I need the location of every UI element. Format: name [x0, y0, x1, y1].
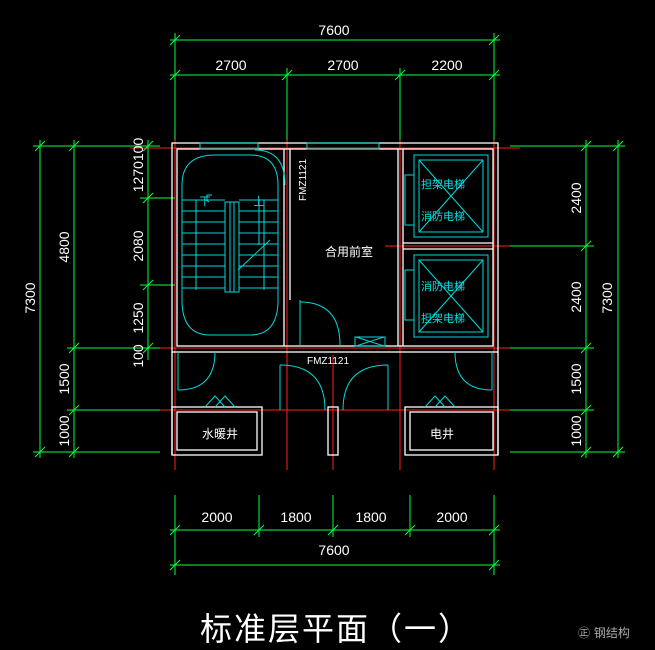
dim-left-total: 7300	[22, 282, 38, 313]
door-tag-stair: FMZ1121	[298, 159, 309, 201]
elevator-label-lower-1: 消防电梯	[421, 279, 465, 293]
windows	[199, 142, 380, 150]
dimension-lines	[33, 33, 625, 575]
dim-bottom-seg-3: 1800	[355, 509, 386, 525]
dim-bottom-seg-4: 2000	[436, 509, 467, 525]
stairwell	[181, 149, 286, 336]
door-swings	[177, 300, 493, 411]
elevator-label-upper-1: 担架电梯	[421, 177, 465, 191]
floor-plan-drawing: 7600 2700 2700 2200 2000 1800 1800 2000 …	[22, 22, 625, 575]
corner-watermark: ㊣ 钢结构	[578, 626, 630, 640]
drawing-caption: 标准层平面（一）	[200, 610, 473, 648]
dim-left-minor-3: 1250	[130, 302, 146, 333]
dim-right-total: 7300	[599, 282, 615, 313]
stair-up-mark: 上	[254, 195, 265, 208]
stair-down-mark: 下	[200, 195, 211, 208]
dim-right-minor-2: 2400	[568, 281, 584, 312]
dim-top-seg-2: 2700	[327, 57, 358, 73]
dim-left-minor-2: 2080	[130, 230, 146, 261]
dim-top-seg-1: 2700	[215, 57, 246, 73]
elevator-label-lower-2: 担架电梯	[421, 311, 465, 325]
door-tag-anteroom: FMZ1121	[307, 356, 349, 367]
elevator-label-upper-2: 消防电梯	[421, 209, 465, 223]
dim-left-major-2: 1500	[56, 363, 72, 394]
room-label-electric-shaft: 电井	[430, 427, 454, 441]
dim-bottom-seg-2: 1800	[280, 509, 311, 525]
dim-right-minor-1: 2400	[568, 182, 584, 213]
room-label-water-shaft: 水暖井	[202, 427, 238, 441]
dim-left-minor-1: 1270100	[130, 138, 146, 193]
dim-bottom-total: 7600	[318, 542, 349, 558]
room-label-shared-anteroom: 合用前室	[325, 244, 373, 259]
dim-left-major-3: 1000	[56, 415, 72, 446]
elevator-shafts	[404, 154, 489, 338]
dim-left-minor-4: 100	[130, 344, 146, 368]
dim-left-major-1: 4800	[56, 231, 72, 262]
dim-bottom-seg-1: 2000	[201, 509, 232, 525]
dim-top-seg-3: 2200	[431, 57, 462, 73]
dim-right-minor-4: 1000	[568, 415, 584, 446]
dim-right-minor-3: 1500	[568, 363, 584, 394]
dim-top-total: 7600	[318, 22, 349, 38]
